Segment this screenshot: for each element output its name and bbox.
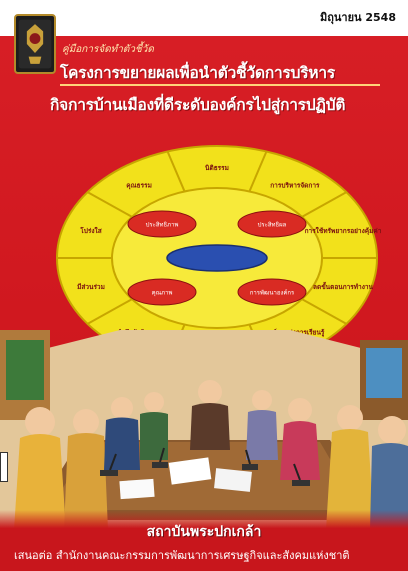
- inner-item-oval: [237, 210, 307, 238]
- outer-segment-label: นิติธรรม: [205, 164, 229, 172]
- emblem-logo: [14, 14, 56, 74]
- inner-item-label: ประสิทธิภาพ: [146, 222, 179, 229]
- outer-segment-label: คุณธรรม: [126, 181, 152, 189]
- inner-item-label: ประสิทธิผล: [258, 222, 287, 229]
- inner-item-label: คุณภาพ: [152, 290, 173, 297]
- outer-segment-label: การบริหารจัดการ: [270, 181, 320, 189]
- publication-date: มิถุนายน 2548: [319, 11, 396, 24]
- library-label-tab: [0, 452, 8, 482]
- segment-divider: [87, 298, 133, 325]
- outer-segment-label: การใช้ทรัพยากรอย่างคุ้มค่า: [305, 226, 382, 235]
- outer-segment-label: โปร่งใส: [79, 226, 101, 235]
- institute-name: สถาบันพระปกเกล้า: [146, 524, 262, 540]
- segment-divider: [87, 191, 133, 218]
- outer-segment-label: ลดขั้นตอนการทำงาน: [313, 281, 373, 291]
- outer-segment-label: มีส่วนร่วม: [77, 283, 105, 291]
- title-line-2: กิจการบ้านเมืองที่ดีระดับองค์กรไปสู่การป…: [50, 96, 346, 114]
- segment-divider: [301, 191, 347, 218]
- segment-divider: [166, 151, 186, 192]
- title-line-1: โครงการขยายผลเพื่อนำตัวชี้วัดการบริหาร: [60, 64, 336, 82]
- segment-divider: [301, 298, 347, 325]
- inner-item-oval: [127, 210, 197, 238]
- presented-to: เสนอต่อ สำนักงานคณะกรรมการพัฒนาการเศรษฐก…: [14, 549, 350, 562]
- meeting-illustration: [0, 330, 408, 530]
- segment-divider: [248, 151, 268, 192]
- inner-item-ovals: ประสิทธิภาพ ประสิทธิผลคุณภาพ การพัฒนาองค์ก…: [127, 210, 307, 306]
- center-oval: [166, 244, 268, 272]
- footer-band: [0, 510, 408, 571]
- inner-item-label: การพัฒนาองค์กร: [250, 289, 295, 297]
- title-underline: [60, 84, 380, 86]
- inner-item-oval: [237, 278, 307, 306]
- manual-subtitle: คู่มือการจัดทำตัวชี้วัด: [62, 44, 154, 55]
- inner-item-oval: [127, 278, 197, 306]
- top-band: [0, 0, 408, 36]
